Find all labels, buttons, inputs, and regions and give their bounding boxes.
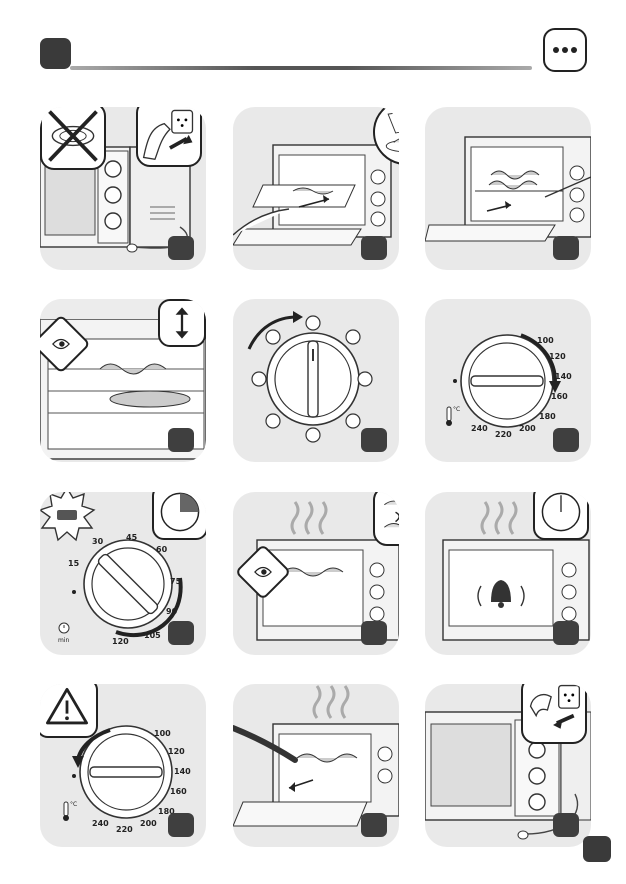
step-number-badge bbox=[168, 813, 194, 837]
clock-full-icon bbox=[533, 492, 589, 540]
step-panel-10: 100 120 140 160 180 200 220 240 °C bbox=[40, 684, 206, 847]
oil-jug-icon bbox=[373, 107, 399, 165]
three-dots-icon bbox=[543, 28, 587, 72]
temp-label-120: 120 bbox=[549, 352, 566, 361]
timer-label-60: 60 bbox=[156, 545, 168, 554]
temp-label-180: 180 bbox=[539, 412, 556, 421]
thermometer-icon bbox=[63, 802, 69, 821]
temp-label-240: 240 bbox=[92, 819, 109, 828]
section-badge bbox=[40, 38, 71, 69]
temp-label-160: 160 bbox=[551, 392, 568, 401]
step-panel-6: 100 120 140 160 180 200 220 240 °C bbox=[425, 299, 591, 462]
header-rule bbox=[70, 66, 532, 70]
timer-label-15: 15 bbox=[68, 559, 80, 568]
temp-label-220: 220 bbox=[116, 825, 133, 834]
step-number-badge bbox=[361, 813, 387, 837]
temp-label-140: 140 bbox=[174, 767, 191, 776]
temp-label-220: 220 bbox=[495, 430, 512, 439]
timer-label-45: 45 bbox=[126, 533, 138, 542]
page-badge bbox=[583, 836, 611, 862]
step-panel-9 bbox=[425, 492, 591, 655]
step-panel-11 bbox=[233, 684, 399, 847]
step-panel-3 bbox=[425, 107, 591, 270]
no-cord-icon bbox=[40, 107, 106, 170]
up-down-arrow-icon bbox=[158, 299, 206, 347]
thermometer-icon bbox=[446, 407, 452, 426]
step-panel-2 bbox=[233, 107, 399, 270]
stopwatch-icon bbox=[59, 623, 69, 633]
unplug-socket-icon bbox=[521, 684, 587, 744]
step-panel-8 bbox=[233, 492, 399, 655]
temp-label-200: 200 bbox=[519, 424, 536, 433]
step-number-badge bbox=[553, 621, 579, 645]
step-panel-1 bbox=[40, 107, 206, 270]
turn-food-icon bbox=[373, 492, 399, 546]
timer-label-120: 120 bbox=[112, 637, 129, 646]
temp-label-160: 160 bbox=[170, 787, 187, 796]
step-number-badge bbox=[553, 428, 579, 452]
temp-label-100: 100 bbox=[537, 336, 554, 345]
clock-icon bbox=[152, 492, 206, 540]
step-number-badge bbox=[168, 236, 194, 260]
timer-label-75: 75 bbox=[170, 577, 182, 586]
temp-label-200: 200 bbox=[140, 819, 157, 828]
indicator-light-icon bbox=[40, 492, 96, 544]
step-number-badge bbox=[168, 428, 194, 452]
temp-label-100: 100 bbox=[154, 729, 171, 738]
step-number-badge bbox=[361, 236, 387, 260]
step-panel-4 bbox=[40, 299, 206, 462]
warning-icon bbox=[40, 684, 98, 738]
step-number-badge bbox=[553, 813, 579, 837]
timer-label-90: 90 bbox=[166, 607, 178, 616]
step-number-badge bbox=[361, 428, 387, 452]
temp-label-140: 140 bbox=[555, 372, 572, 381]
step-number-badge bbox=[553, 236, 579, 260]
plug-in-socket-icon bbox=[136, 107, 202, 167]
temp-unit: °C bbox=[70, 801, 77, 808]
temp-label-240: 240 bbox=[471, 424, 488, 433]
temp-label-120: 120 bbox=[168, 747, 185, 756]
timer-label-105: 105 bbox=[144, 631, 161, 640]
step-panel-12 bbox=[425, 684, 591, 847]
step-number-badge bbox=[168, 621, 194, 645]
step-panel-5 bbox=[233, 299, 399, 462]
step-panel-7: 15 30 45 60 75 90 105 120 min bbox=[40, 492, 206, 655]
timer-unit: min bbox=[58, 637, 70, 644]
step-number-badge bbox=[361, 621, 387, 645]
temp-unit: °C bbox=[453, 406, 460, 413]
